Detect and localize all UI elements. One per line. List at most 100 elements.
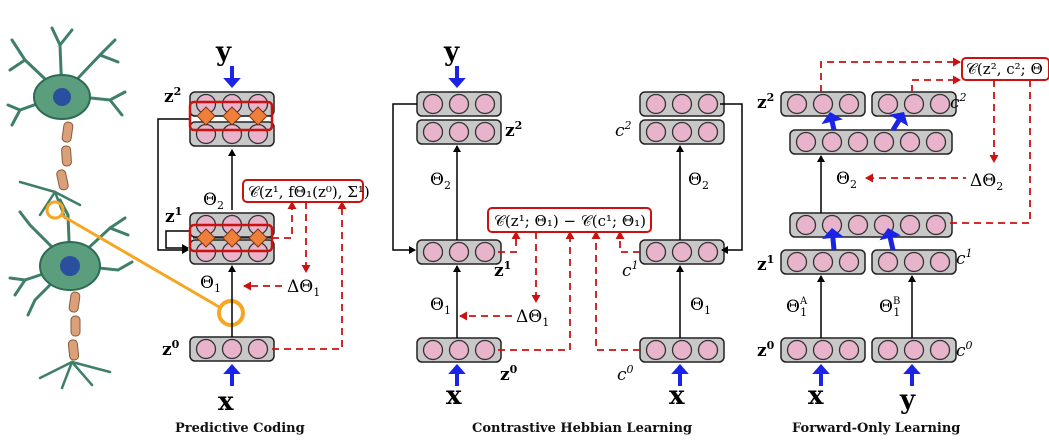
- ff-label-z1: z1: [757, 253, 774, 275]
- neuron-unit: [671, 93, 693, 115]
- ff-caption: Forward-Only Learning: [792, 421, 960, 436]
- neuron-unit: [877, 251, 899, 273]
- neuron-unit: [697, 121, 719, 143]
- neuron-unit: [795, 131, 817, 153]
- chl-label-theta1-right: Θ1: [690, 295, 711, 317]
- ff-layer-z0: [780, 337, 866, 363]
- chl-layer-c1: [639, 239, 725, 265]
- neuron-unit: [899, 214, 921, 236]
- neuron-unit: [195, 338, 217, 360]
- chl-input-x-left: x: [446, 381, 462, 411]
- ff-label-z0: z0: [757, 339, 775, 361]
- neuron-unit: [795, 214, 817, 236]
- neuron-unit: [448, 241, 470, 263]
- chl-cost-formula: 𝒞(z¹; Θ₁) − 𝒞(c¹; Θ₁): [494, 212, 646, 230]
- ff-layer-c0: [871, 337, 957, 363]
- chl-label-c2: c2: [615, 119, 632, 141]
- neuron-unit: [812, 251, 834, 273]
- pc-label-z0: z0: [162, 338, 180, 360]
- up-arrow-icon: [812, 364, 830, 386]
- neuron-unit: [645, 339, 667, 361]
- ff-layer-hidden1: [789, 212, 953, 238]
- up-arrow-icon: [889, 112, 909, 132]
- ff-label-c1: c1: [956, 247, 973, 269]
- up-arrow-icon: [903, 364, 921, 386]
- neuron-unit: [925, 131, 947, 153]
- neuron-unit: [645, 241, 667, 263]
- neuron-unit: [697, 93, 719, 115]
- chl-target-y: y: [443, 37, 460, 67]
- ff-label-z2: z2: [757, 91, 774, 113]
- up-arrow-icon: [821, 228, 844, 251]
- chl-layer-z2: [416, 119, 502, 145]
- neuron-unit: [786, 339, 808, 361]
- ff-cost-formula: 𝒞(z², c²; Θ: [966, 60, 1043, 78]
- chl-caption: Contrastive Hebbian Learning: [472, 421, 692, 436]
- neuron-unit: [821, 131, 843, 153]
- chl-label-theta2-right: Θ2: [688, 170, 709, 192]
- neuron-unit: [929, 93, 951, 115]
- neuron-unit: [448, 339, 470, 361]
- neuron-unit: [247, 123, 269, 145]
- chl-label-z0: z0: [500, 363, 518, 385]
- pc-cost-formula: 𝒞(z¹, fΘ₁(z⁰), Σ¹): [248, 183, 370, 201]
- layer-blocks: [189, 91, 957, 363]
- pc-label-theta1: Θ1: [200, 273, 221, 295]
- neuron-unit: [422, 339, 444, 361]
- up-arrow-icon: [223, 66, 241, 88]
- neuron-unit: [474, 339, 496, 361]
- neuron-unit: [448, 93, 470, 115]
- neuron-unit: [877, 339, 899, 361]
- ff-label-theta2: Θ2: [836, 169, 857, 191]
- neuron-unit: [929, 339, 951, 361]
- up-arrow-icon: [879, 228, 901, 251]
- neuron-unit: [697, 339, 719, 361]
- neuron-unit: [645, 121, 667, 143]
- chl-label-theta2: Θ2: [430, 170, 451, 192]
- neuron-unit: [903, 339, 925, 361]
- chl-label-z1: z1: [494, 259, 511, 281]
- pc-label-z2: z2: [164, 85, 181, 107]
- neuron-unit: [903, 251, 925, 273]
- error-box-z1: [188, 223, 274, 253]
- pc-delta-theta1: ΔΘ1: [287, 277, 320, 299]
- input-arrows: [223, 66, 921, 386]
- neuron-unit: [671, 121, 693, 143]
- ff-layer-hidden2: [789, 129, 953, 155]
- pc-target-y: y: [215, 37, 232, 67]
- chl-layer-c0: [639, 337, 725, 363]
- chl-input-x-right: x: [669, 381, 685, 411]
- up-arrow-icon: [448, 66, 466, 88]
- neuron-unit: [195, 123, 217, 145]
- neuron-unit: [786, 93, 808, 115]
- ff-input-x: x: [808, 381, 824, 411]
- pc-input-x: x: [218, 387, 234, 417]
- panel-predictive-coding: y z2 z1 z0 Θ2 Θ1 x 𝒞(z¹, fΘ₁(z⁰), Σ¹) ΔΘ…: [162, 37, 370, 436]
- chl-layer-z0: [416, 337, 502, 363]
- neuron-unit: [671, 241, 693, 263]
- neuron-unit: [903, 93, 925, 115]
- ff-cost-box: [961, 57, 1049, 81]
- chl-label-theta1-left: Θ1: [430, 295, 451, 317]
- chl-cost-box: [487, 207, 652, 233]
- ff-layer-z2: [780, 91, 866, 117]
- ff-delta-theta2: ΔΘ2: [970, 171, 1003, 193]
- diamond-error-unit-icon: [193, 106, 271, 248]
- chl-layer-z2-top: [416, 91, 502, 117]
- neuron-unit: [847, 214, 869, 236]
- ff-input-y: y: [899, 385, 916, 415]
- neuron-unit: [786, 251, 808, 273]
- neuron-unit: [812, 93, 834, 115]
- ff-label-c2: c2: [950, 91, 967, 113]
- chl-layer-c2: [639, 119, 725, 145]
- error-box-z2: [188, 100, 274, 132]
- neuron-unit: [474, 93, 496, 115]
- pc-caption: Predictive Coding: [175, 421, 305, 436]
- up-arrow-icon: [223, 364, 241, 386]
- neuron-unit: [838, 339, 860, 361]
- ff-layer-c1: [871, 249, 957, 275]
- neuron-unit: [645, 93, 667, 115]
- neuron-unit: [474, 121, 496, 143]
